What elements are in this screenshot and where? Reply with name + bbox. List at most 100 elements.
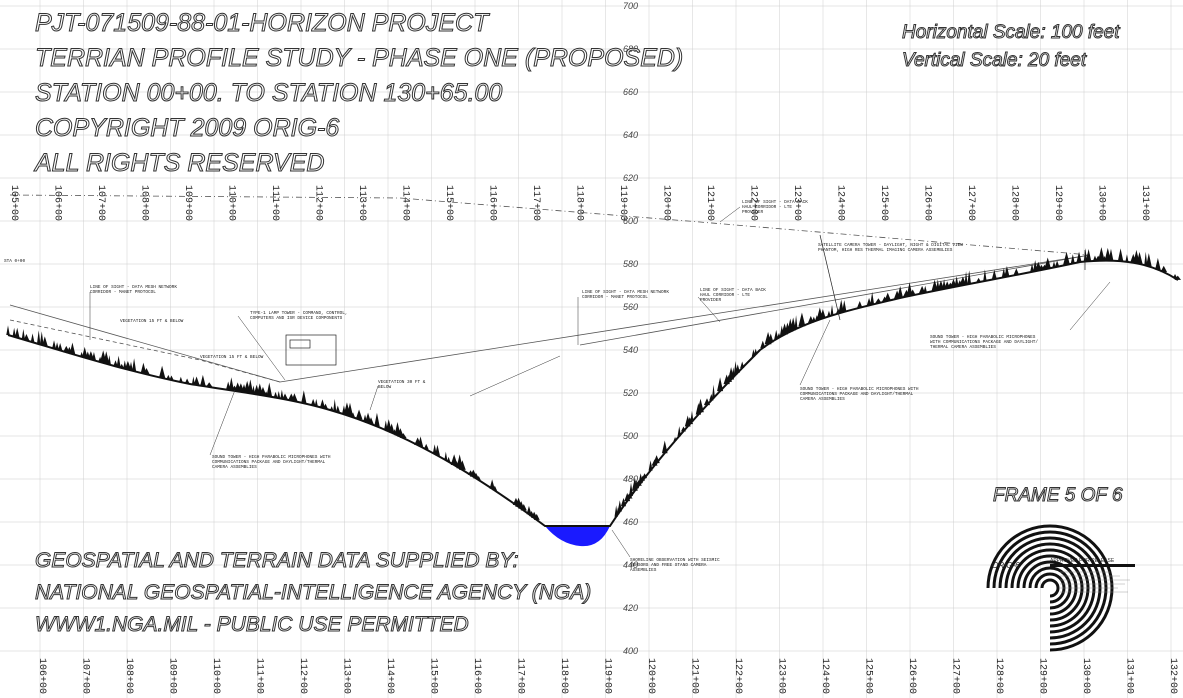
tree-mark: [81, 346, 88, 358]
source-line-1: GEOSPATIAL AND TERRAIN DATA SUPPLIED BY:: [35, 549, 519, 572]
source-block: GEOSPATIAL AND TERRAIN DATA SUPPLIED BY:…: [35, 549, 592, 637]
tree-mark: [838, 299, 844, 313]
note-sound-right-3: THERMAL CAMERA ASSEMBLIES: [930, 345, 996, 350]
tree-mark: [476, 475, 481, 481]
top-station-label: 113+00: [356, 185, 367, 221]
tree-mark: [976, 277, 982, 283]
tree-mark: [857, 300, 863, 308]
tree-mark: [277, 390, 281, 399]
elevation-label: 600: [623, 216, 638, 226]
tree-mark: [397, 428, 404, 437]
tree-mark: [103, 351, 110, 364]
top-station-label: 131+00: [1139, 185, 1150, 221]
bottom-station-label: 109+00: [167, 658, 178, 694]
elevation-label: 640: [623, 130, 638, 140]
tree-mark: [1155, 257, 1161, 270]
tree-mark: [673, 436, 677, 442]
tree-mark: [1174, 275, 1182, 280]
bottom-station-label: 123+00: [776, 658, 787, 694]
top-station-label: 109+00: [182, 185, 193, 221]
tree-mark: [870, 291, 875, 305]
tree-mark: [638, 473, 643, 484]
tree-mark: [740, 361, 745, 369]
tree-mark: [329, 406, 334, 411]
elevation-label: 540: [623, 345, 638, 355]
bottom-station-label: 115+00: [428, 658, 439, 694]
tree-mark: [1146, 253, 1152, 267]
tree-mark: [686, 417, 694, 425]
tree-mark: [158, 365, 166, 379]
tree-mark: [760, 340, 766, 348]
logo-approval: APPROVED FOR RELEASE: [1050, 558, 1115, 564]
tree-mark: [942, 279, 946, 289]
top-station-label: 117+00: [530, 185, 541, 221]
tree-mark: [983, 269, 987, 281]
tree-mark: [400, 433, 407, 438]
orig6-logo: ORIG-6 APPROVED FOR RELEASE: [986, 524, 1135, 652]
elevation-label: 560: [623, 302, 638, 312]
tree-mark: [827, 310, 831, 317]
source-line-2: NATIONAL GEOSPATIAL-INTELLIGENCE AGENCY …: [35, 581, 591, 604]
top-station-label: 119+00: [617, 185, 628, 221]
elevation-label: 520: [623, 388, 638, 398]
tree-mark: [450, 454, 458, 466]
note-sound-mid-1: SOUND TOWER - HIGH PARABOLIC MICROPHONES…: [800, 387, 919, 392]
tree-mark: [351, 412, 355, 418]
tree-mark: [820, 309, 826, 319]
bottom-station-label: 121+00: [689, 658, 700, 694]
note-shore-3: ASSEMBLIES: [630, 568, 657, 573]
tree-mark: [680, 426, 686, 432]
tree-mark: [191, 376, 195, 385]
elevation-label: 480: [623, 474, 638, 484]
bottom-station-label: 113+00: [341, 658, 352, 694]
tree-mark: [842, 300, 847, 312]
vertical-scale: Vertical Scale: 20 feet: [902, 50, 1087, 71]
tree-mark: [36, 330, 41, 345]
note-veg-lower-1: VEGETATION 30 FT &: [378, 380, 426, 385]
tree-mark: [193, 376, 200, 386]
tree-mark: [107, 355, 111, 365]
top-station-label: 105+00: [8, 185, 19, 221]
tree-mark: [282, 393, 288, 400]
tree-mark: [794, 315, 798, 329]
tree-mark: [184, 378, 190, 384]
tree-mark: [355, 409, 363, 420]
water-body: [545, 526, 610, 547]
tree-mark: [12, 327, 16, 337]
tree-mark: [492, 485, 498, 491]
tree-mark: [6, 325, 10, 335]
vegetation-marks: [6, 247, 1182, 520]
bottom-station-label: 116+00: [471, 658, 482, 694]
bottom-station-label: 107+00: [80, 658, 91, 694]
bottom-station-label: 108+00: [123, 658, 134, 694]
top-station-label: 123+00: [791, 185, 802, 221]
tree-mark: [1030, 263, 1034, 272]
tree-mark: [388, 423, 395, 433]
tree-mark: [697, 398, 704, 413]
bottom-station-label: 128+00: [993, 658, 1004, 694]
tree-mark: [1070, 254, 1075, 264]
note-los-mid2-1: LINE OF SIGHT - DATA BACK: [700, 288, 766, 293]
elevation-label: 500: [623, 431, 638, 441]
tree-mark: [918, 285, 926, 294]
station-grid: [39, 0, 1172, 698]
tree-mark: [319, 399, 326, 408]
logo-ring: [1010, 548, 1090, 628]
elevation-label: 660: [623, 87, 638, 97]
tree-mark: [526, 505, 532, 515]
tree-mark: [251, 385, 256, 394]
tree-mark: [661, 440, 668, 454]
tree-mark: [113, 360, 118, 367]
bottom-station-label: 124+00: [819, 658, 830, 694]
tree-mark: [489, 479, 495, 489]
note-sound-mid-2: COMMUNICATIONS PACKAGE AND DAYLIGHT/THER…: [800, 392, 914, 397]
tree-mark: [733, 360, 738, 375]
tree-mark: [179, 376, 183, 383]
note-sound-right-1: SOUND TOWER - HIGH PARABOLIC MICROPHONES: [930, 335, 1036, 340]
top-station-label: 128+00: [1009, 185, 1020, 221]
elevation-label: 680: [623, 44, 638, 54]
tree-mark: [434, 444, 440, 456]
tree-mark: [247, 379, 254, 394]
